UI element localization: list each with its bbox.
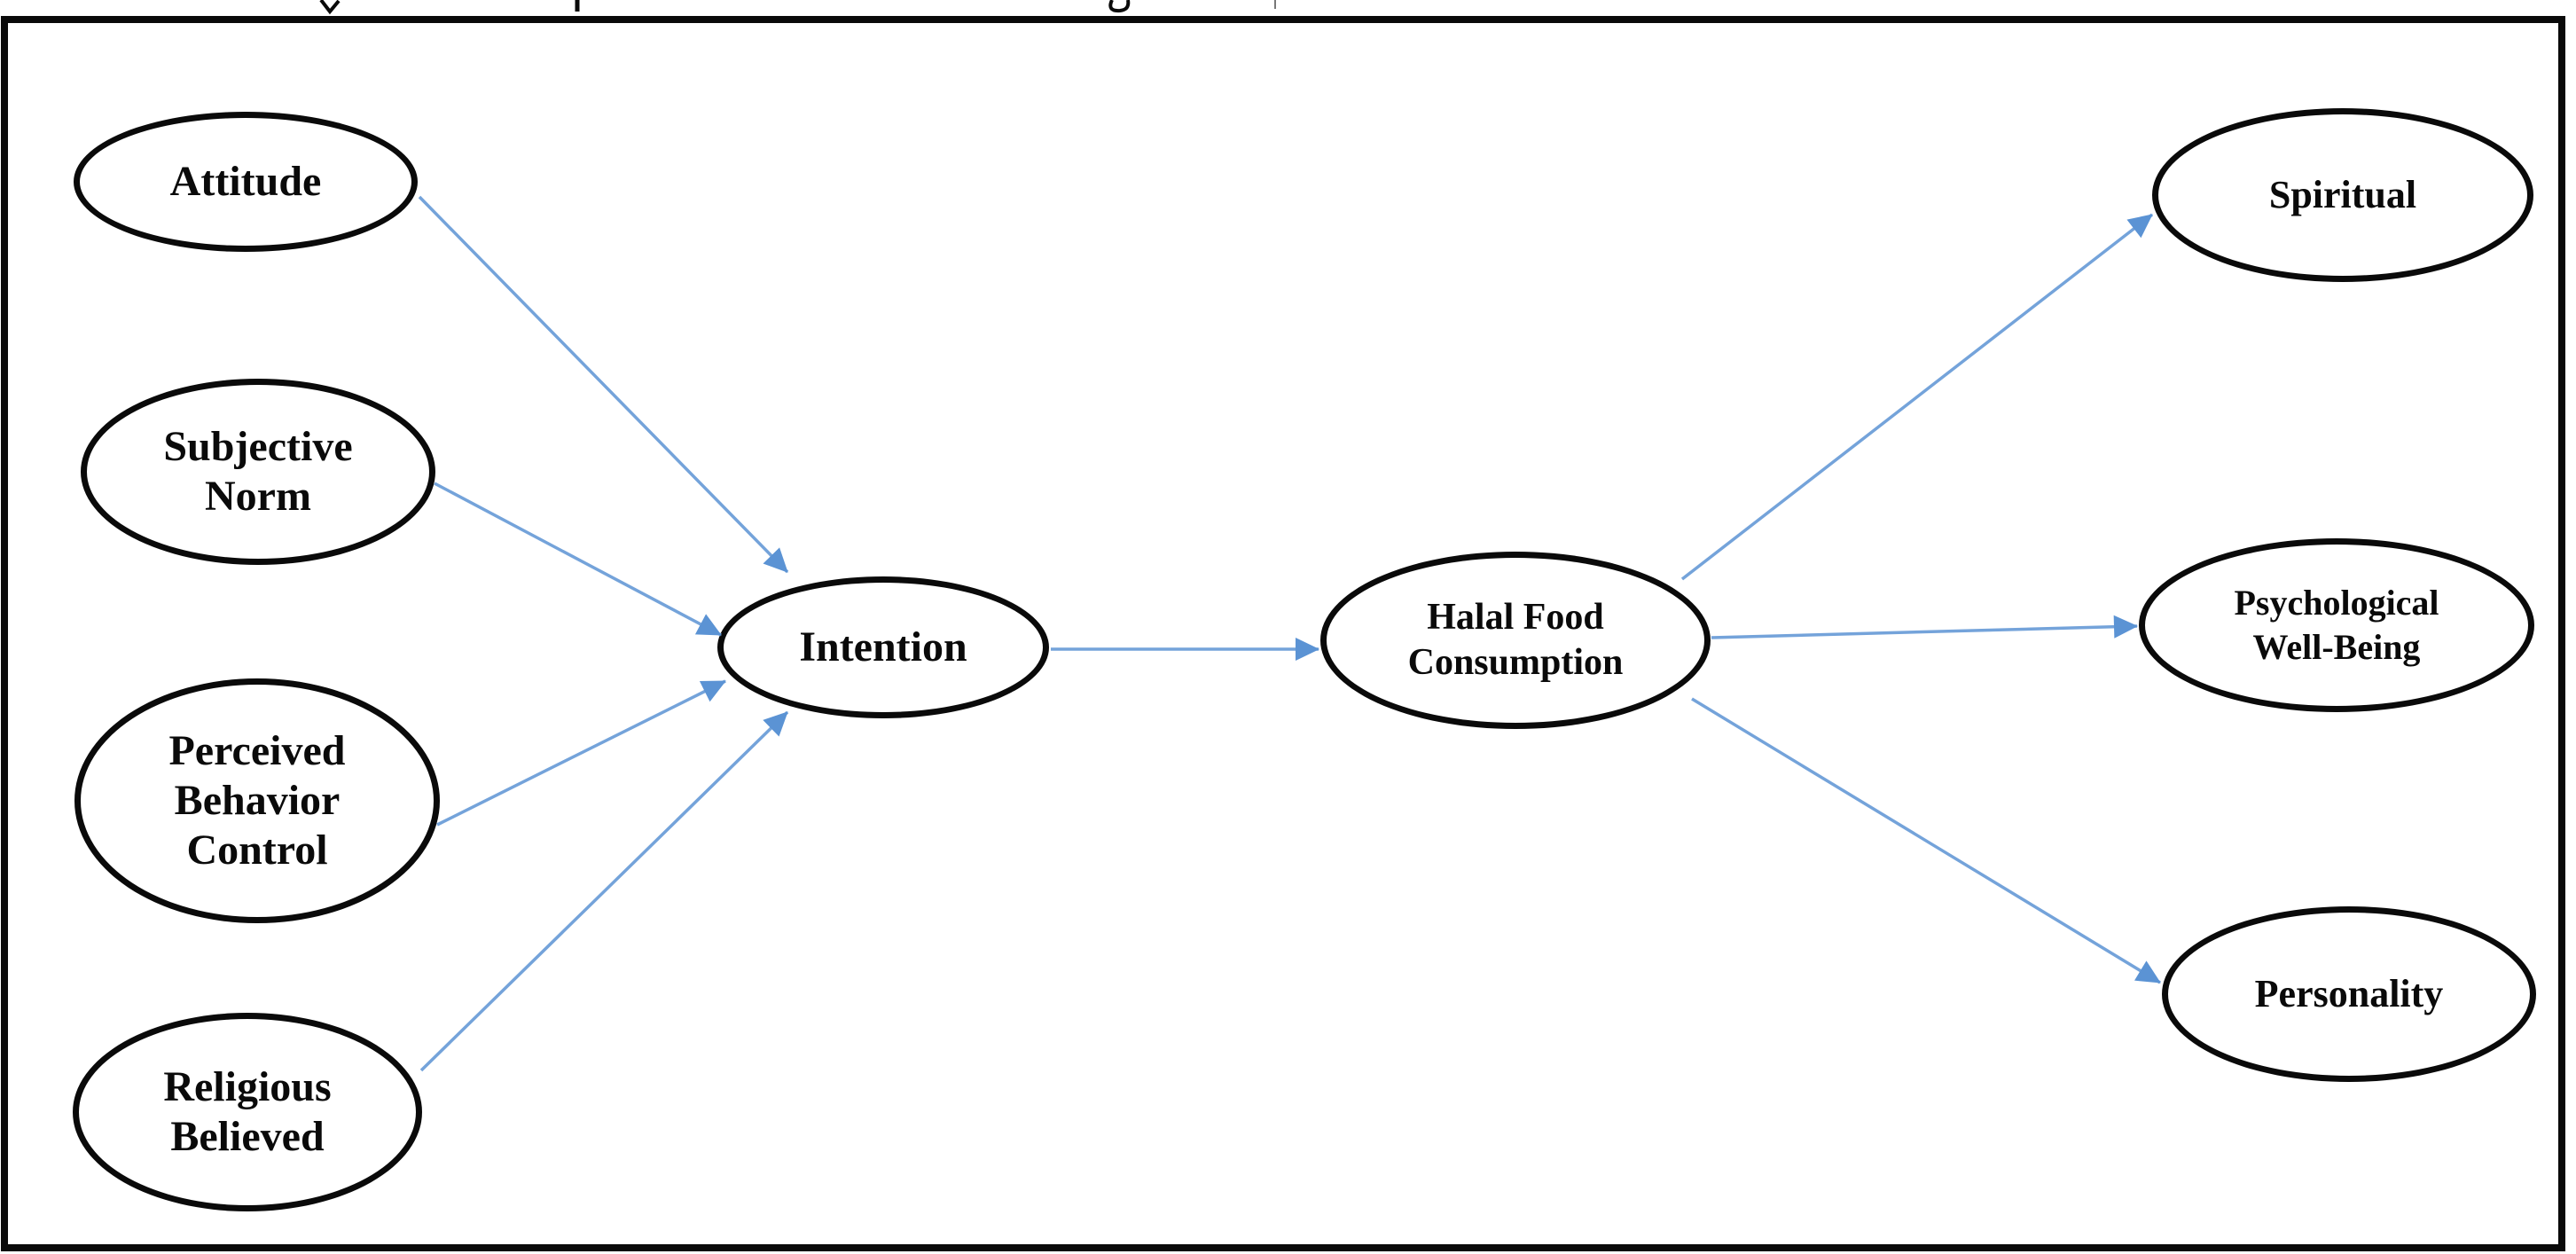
clipped-text-fragment <box>319 0 341 15</box>
node-label: Believed <box>170 1113 325 1160</box>
node-religious-believed: Religious Believed <box>73 1013 422 1211</box>
node-label: Consumption <box>1407 642 1624 683</box>
node-label: Behavior <box>174 777 341 825</box>
node-halal-food-consumption: Halal Food Consumption <box>1320 552 1711 729</box>
clipped-text-fragment <box>1108 0 1131 13</box>
node-attitude: Attitude <box>74 112 418 252</box>
node-label: Norm <box>205 473 311 520</box>
node-label: Psychological <box>2234 583 2439 623</box>
node-psychological-well-being: Psychological Well-Being <box>2139 538 2534 712</box>
node-label: Halal Food <box>1427 596 1604 638</box>
node-spiritual: Spiritual <box>2152 108 2533 282</box>
node-label: Subjective <box>163 423 353 471</box>
clipped-text-fragments <box>319 0 1276 15</box>
node-label: Personality <box>2254 971 2444 1015</box>
node-label: Perceived <box>168 727 346 775</box>
node-label: Spiritual <box>2268 172 2417 216</box>
node-label: Well-Being <box>2252 627 2421 667</box>
node-label: Control <box>186 826 328 874</box>
node-perceived-behavior-control: Perceived Behavior Control <box>74 678 440 923</box>
node-subjective-norm: Subjective Norm <box>81 379 435 565</box>
node-label: Religious <box>163 1063 332 1111</box>
node-intention: Intention <box>717 576 1049 718</box>
node-label: Intention <box>799 623 967 671</box>
node-personality: Personality <box>2162 906 2536 1082</box>
node-label: Attitude <box>169 158 322 206</box>
